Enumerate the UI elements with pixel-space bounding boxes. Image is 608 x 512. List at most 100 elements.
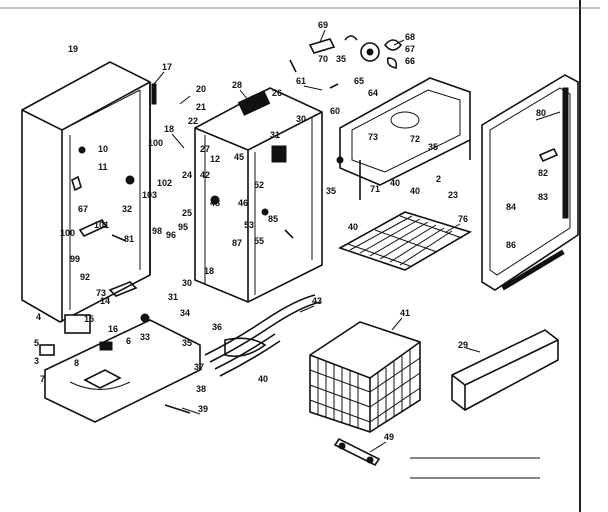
- callout-69: 69: [318, 20, 328, 30]
- callout-3: 3: [34, 356, 39, 366]
- callout-81: 81: [124, 234, 134, 244]
- callout-7: 7: [40, 374, 45, 384]
- callout-80: 80: [536, 108, 546, 118]
- callout-99: 99: [70, 254, 80, 264]
- callout-labels: 69 70 35 68 67 66 61 65 64 60 19 17 20 2…: [34, 20, 548, 442]
- shelf-rack: [338, 211, 472, 271]
- callout-67: 67: [405, 44, 415, 54]
- callout-32: 32: [122, 204, 132, 214]
- callout-71: 71: [370, 184, 380, 194]
- callout-35c: 35: [182, 338, 192, 348]
- callout-64: 64: [368, 88, 378, 98]
- callout-19: 19: [68, 44, 78, 54]
- drain-tube: [204, 294, 321, 377]
- callout-84a: 84: [506, 202, 516, 212]
- callout-10: 10: [98, 144, 108, 154]
- callout-68: 68: [405, 32, 415, 42]
- callout-35b: 35: [326, 186, 336, 196]
- callout-92: 92: [80, 272, 90, 282]
- callout-8: 8: [74, 358, 79, 368]
- callout-30b: 30: [182, 278, 192, 288]
- callout-103: 103: [142, 190, 157, 200]
- callout-27: 27: [200, 144, 210, 154]
- callout-11: 11: [98, 162, 108, 172]
- callout-38: 38: [196, 384, 206, 394]
- callout-22: 22: [188, 116, 198, 126]
- callout-2: 2: [436, 174, 441, 184]
- callout-31b: 31: [168, 292, 178, 302]
- callout-20: 20: [196, 84, 206, 94]
- callout-12: 12: [210, 154, 220, 164]
- callout-83: 83: [538, 192, 548, 202]
- callout-24: 24: [182, 170, 192, 180]
- callout-65: 65: [354, 76, 364, 86]
- callout-95: 95: [178, 222, 188, 232]
- small-parts: [39, 59, 344, 414]
- callout-70: 70: [318, 54, 328, 64]
- callout-42: 42: [200, 170, 210, 180]
- callout-45: 45: [234, 152, 244, 162]
- callout-67b: 67: [78, 204, 88, 214]
- door-panel: [481, 74, 579, 291]
- callout-52: 52: [254, 180, 264, 190]
- callout-26: 26: [272, 88, 282, 98]
- callout-39: 39: [198, 404, 208, 414]
- callout-82: 82: [538, 168, 548, 178]
- callout-35d: 35: [428, 142, 438, 152]
- callout-101: 101: [94, 220, 109, 230]
- callout-60: 60: [330, 106, 340, 116]
- callout-85: 85: [268, 214, 278, 224]
- callout-76: 76: [458, 214, 468, 224]
- callout-18b: 18: [204, 266, 214, 276]
- kickplate-grille: [451, 329, 559, 411]
- callout-40d: 40: [390, 178, 400, 188]
- callout-17: 17: [162, 62, 172, 72]
- callout-46: 46: [238, 198, 248, 208]
- callout-33: 33: [140, 332, 150, 342]
- callout-25: 25: [182, 208, 192, 218]
- callout-5: 5: [34, 338, 39, 348]
- evaporator-fan: [308, 35, 403, 69]
- callout-72: 72: [410, 134, 420, 144]
- leader-lines: [153, 29, 561, 453]
- hinge-bracket: [333, 437, 381, 467]
- callout-37: 37: [194, 362, 204, 372]
- callout-43: 43: [312, 296, 322, 306]
- callout-86: 86: [506, 240, 516, 250]
- callout-6: 6: [126, 336, 131, 346]
- callout-14: 14: [100, 296, 110, 306]
- callout-100b: 100: [60, 228, 75, 238]
- callout-21: 21: [196, 102, 206, 112]
- callout-41: 41: [400, 308, 410, 318]
- callout-15: 15: [84, 314, 94, 324]
- callout-40b: 40: [258, 374, 268, 384]
- callout-18a: 18: [164, 124, 174, 134]
- callout-73b: 73: [96, 288, 106, 298]
- callout-61: 61: [296, 76, 306, 86]
- callout-35: 35: [336, 54, 346, 64]
- liner: [194, 87, 323, 303]
- callout-34: 34: [180, 308, 190, 318]
- callout-40a: 40: [410, 186, 420, 196]
- callout-29: 29: [458, 340, 468, 350]
- callout-100a: 100: [148, 138, 163, 148]
- callout-4: 4: [36, 312, 41, 322]
- callout-28: 28: [232, 80, 242, 90]
- callout-73a: 73: [368, 132, 378, 142]
- callout-55: 55: [254, 236, 264, 246]
- callout-23: 23: [448, 190, 458, 200]
- basket: [309, 321, 421, 433]
- callout-30a: 30: [296, 114, 306, 124]
- base-pan: [44, 319, 201, 423]
- callout-53: 53: [244, 220, 254, 230]
- callout-31a: 31: [270, 130, 280, 140]
- callout-96: 96: [166, 230, 176, 240]
- callout-98: 98: [152, 226, 162, 236]
- callout-66: 66: [405, 56, 415, 66]
- callout-102: 102: [157, 178, 172, 188]
- callout-48: 48: [210, 198, 220, 208]
- cabinet-shell: [21, 61, 157, 323]
- callout-49: 49: [384, 432, 394, 442]
- callout-36: 36: [212, 322, 222, 332]
